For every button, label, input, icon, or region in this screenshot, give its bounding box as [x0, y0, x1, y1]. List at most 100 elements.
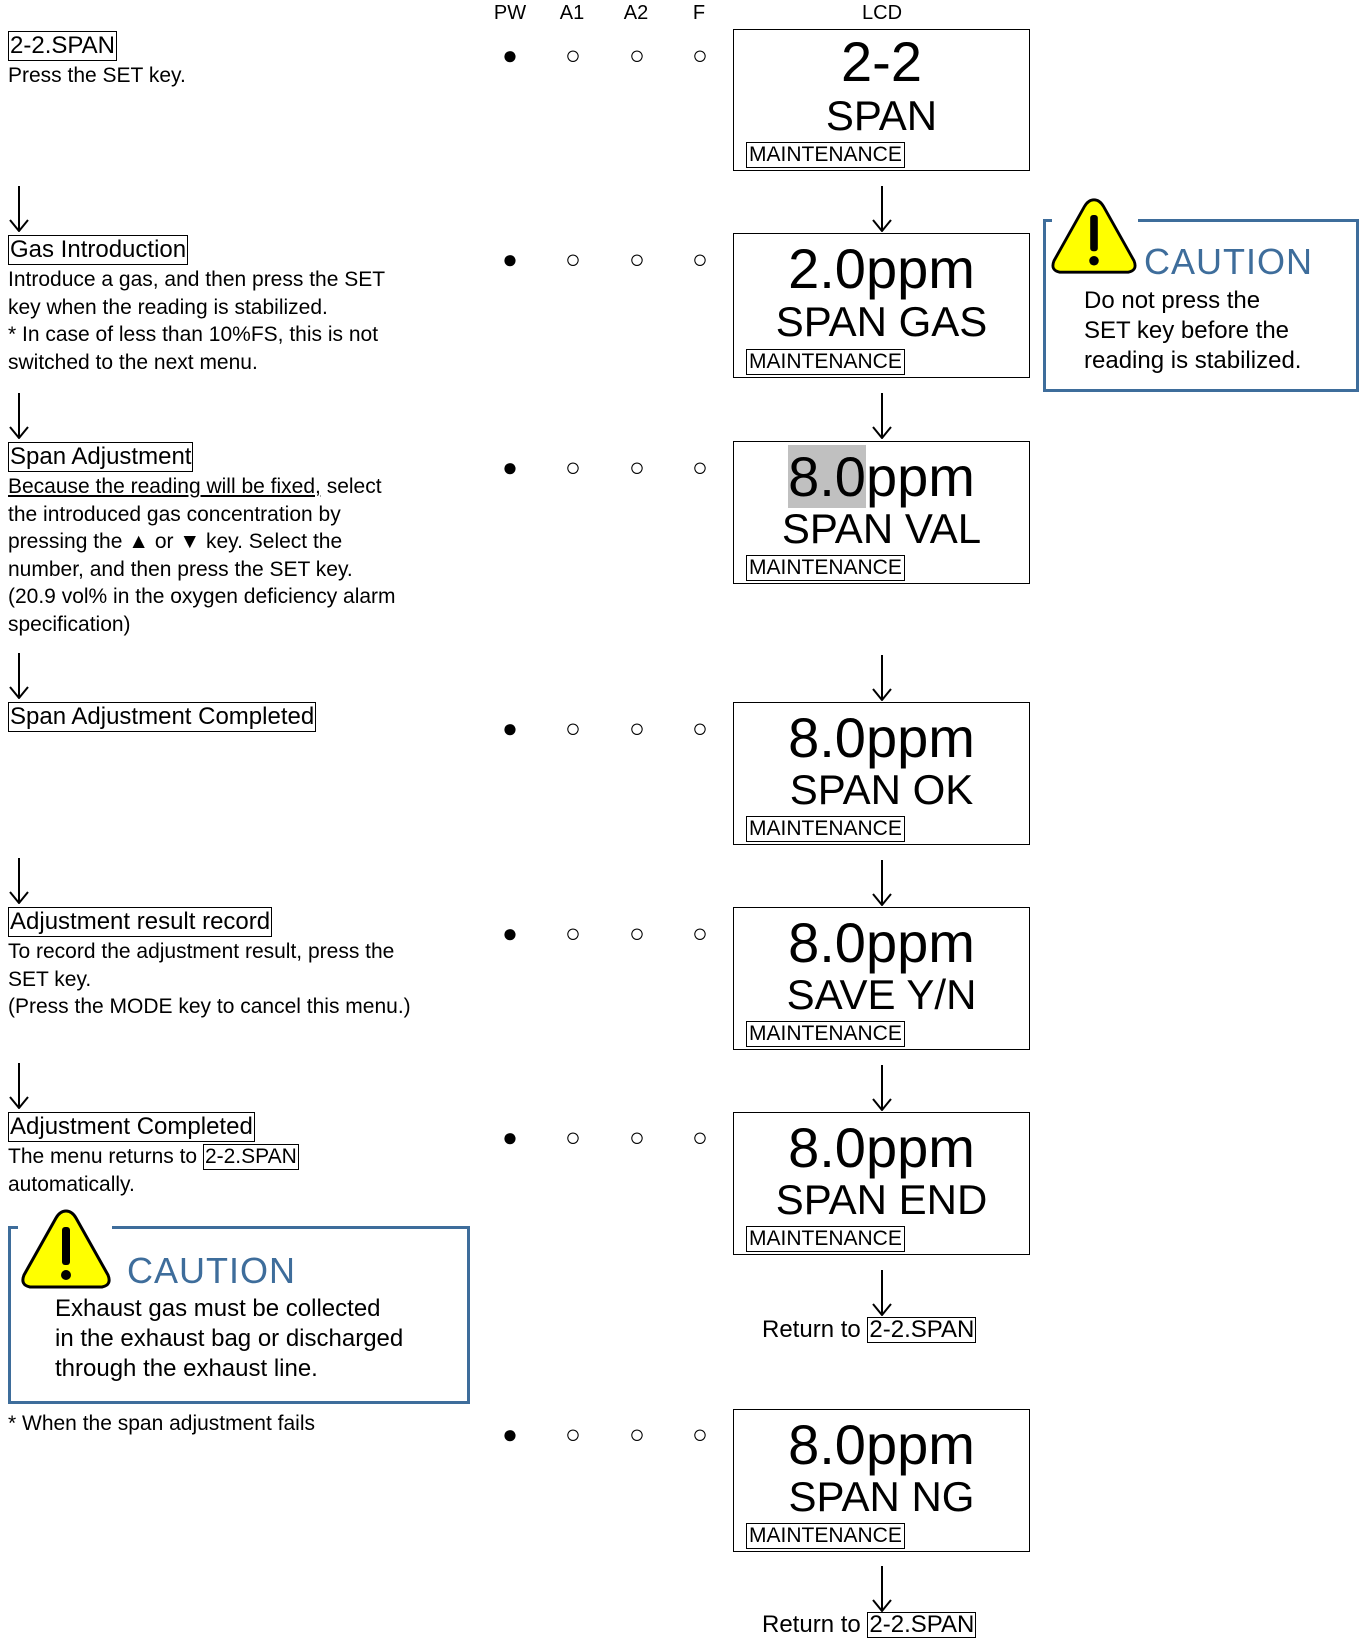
led-f-off: ○ [692, 1122, 708, 1152]
led-a2-off: ○ [629, 1122, 645, 1152]
led-a2-off: ○ [629, 918, 645, 948]
led-a2-off: ○ [629, 452, 645, 482]
lcd-screen-span-ok: 8.0ppm SPAN OK MAINTENANCE [733, 702, 1030, 845]
caution-text: in the exhaust bag or discharged [55, 1325, 404, 1352]
step-span-adjustment: Span Adjustment Because the reading will… [8, 442, 463, 638]
col-header-a1: A1 [559, 2, 585, 24]
down-arrow-icon [872, 1270, 892, 1316]
lcd-footer-maintenance: MAINTENANCE [746, 816, 905, 842]
col-header-lcd: LCD [862, 2, 903, 24]
step-text: Press the SET key. [8, 64, 186, 87]
lcd-line2: SPAN GAS [775, 298, 988, 345]
down-arrow-icon [9, 393, 29, 439]
lcd-line2: SAVE Y/N [786, 971, 977, 1018]
down-arrow-icon [872, 186, 892, 232]
step-text: Introduce a gas, and then press the SET [8, 268, 386, 291]
step-span-menu: 2-2.SPAN Press the SET key. [8, 31, 463, 90]
led-a1-off: ○ [565, 452, 581, 482]
down-arrow-icon [872, 860, 892, 906]
led-pw-on: ● [502, 918, 518, 948]
lcd-line1: 8.0ppm [788, 1116, 975, 1179]
lcd-screen-span-gas: 2.0ppm SPAN GAS MAINTENANCE [733, 233, 1030, 378]
col-header-f: F [692, 2, 706, 24]
down-arrow-icon [9, 653, 29, 699]
lcd-footer-maintenance: MAINTENANCE [746, 349, 905, 375]
led-a1-off: ○ [565, 40, 581, 70]
down-arrow-icon [872, 1566, 892, 1612]
down-arrow-icon [872, 1065, 892, 1111]
led-pw-on: ● [502, 244, 518, 274]
step-title: 2-2.SPAN [8, 31, 117, 61]
lcd-line2: SPAN VAL [781, 505, 982, 552]
lcd-line1: 8.0ppm [788, 911, 975, 974]
lcd-line1: 2-2 [841, 30, 922, 93]
led-pw-on: ● [502, 1419, 518, 1449]
lcd-line1: 8.0ppm [788, 706, 975, 769]
led-f-off: ○ [692, 452, 708, 482]
led-f-off: ○ [692, 1419, 708, 1449]
step-text: Because the reading will be fixed, selec… [8, 473, 463, 501]
led-a1-off: ○ [565, 713, 581, 743]
step-title: Span Adjustment Completed [8, 702, 317, 732]
menu-ref-box: 2-2.SPAN [202, 1144, 299, 1170]
step-adjustment-completed: Adjustment Completed The menu returns to… [8, 1112, 463, 1198]
down-arrow-icon [9, 858, 29, 904]
step-title: Gas Introduction [8, 235, 189, 265]
step-text: pressing the ▲ or ▼ key. Select the [8, 530, 343, 553]
step-text: The menu returns to 2-2.SPAN [8, 1143, 463, 1171]
lcd-unit: ppm [865, 445, 975, 508]
caution-text: through the exhaust line. [55, 1355, 318, 1382]
led-a1-off: ○ [565, 918, 581, 948]
step-text: * In case of less than 10%FS, this is no… [8, 323, 379, 346]
return-prefix: Return to [762, 1611, 868, 1638]
caution-text: Exhaust gas must be collected [55, 1295, 381, 1322]
step-adjustment-result-record: Adjustment result record To record the a… [8, 907, 463, 1021]
led-a2-off: ○ [629, 244, 645, 274]
lcd-footer-maintenance: MAINTENANCE [746, 555, 905, 581]
step-text: (20.9 vol% in the oxygen deficiency alar… [8, 585, 396, 608]
lcd-line1: 8.0ppm [734, 445, 1029, 508]
caution-text: Do not press the [1084, 287, 1261, 314]
col-header-pw: PW [493, 2, 527, 24]
led-a1-off: ○ [565, 1122, 581, 1152]
step-text: SET key. [8, 967, 92, 991]
return-note: Return to 2-2.SPAN [762, 1315, 977, 1345]
led-f-off: ○ [692, 713, 708, 743]
led-pw-on: ● [502, 40, 518, 70]
step-text: number, and then press the SET key. [8, 557, 353, 581]
return-prefix: Return to [762, 1316, 868, 1343]
led-pw-on: ● [502, 452, 518, 482]
lcd-line1: 2.0ppm [788, 237, 975, 300]
lcd-line2: SPAN END [775, 1176, 988, 1223]
led-a2-off: ○ [629, 1419, 645, 1449]
step-text: key when the reading is stabilized. [8, 295, 328, 319]
led-pw-on: ● [502, 713, 518, 743]
lcd-footer-maintenance: MAINTENANCE [746, 1226, 905, 1252]
menu-ref-box: 2-2.SPAN [867, 1611, 977, 1638]
step-text: automatically. [8, 1172, 135, 1196]
down-arrow-icon [9, 186, 29, 232]
menu-ref-box: 2-2.SPAN [867, 1316, 977, 1343]
warning-triangle-icon [1051, 198, 1137, 274]
lcd-screen-span: 2-2 SPAN MAINTENANCE [733, 29, 1030, 171]
step-gas-introduction: Gas Introduction Introduce a gas, and th… [8, 235, 463, 376]
lcd-screen-span-ng: 8.0ppm SPAN NG MAINTENANCE [733, 1409, 1030, 1552]
lcd-screen-span-val: 8.0ppm SPAN VAL MAINTENANCE [733, 441, 1030, 584]
down-arrow-icon [872, 655, 892, 701]
step-text: To record the adjustment result, press t… [8, 940, 395, 963]
col-header-a2: A2 [623, 2, 649, 24]
step-text: switched to the next menu. [8, 350, 258, 374]
down-arrow-icon [872, 393, 892, 439]
led-f-off: ○ [692, 918, 708, 948]
lcd-footer-maintenance: MAINTENANCE [746, 1021, 905, 1047]
fail-note: * When the span adjustment fails [8, 1410, 463, 1438]
step-title: Adjustment result record [8, 907, 273, 937]
led-f-off: ○ [692, 40, 708, 70]
step-text: specification) [8, 612, 131, 636]
led-a2-off: ○ [629, 40, 645, 70]
lcd-highlighted-digits: 8.0 [788, 445, 866, 508]
lcd-line2: SPAN OK [789, 766, 974, 813]
step-text: (Press the MODE key to cancel this menu.… [8, 995, 411, 1018]
step-title: Span Adjustment [8, 442, 194, 472]
led-pw-on: ● [502, 1122, 518, 1152]
